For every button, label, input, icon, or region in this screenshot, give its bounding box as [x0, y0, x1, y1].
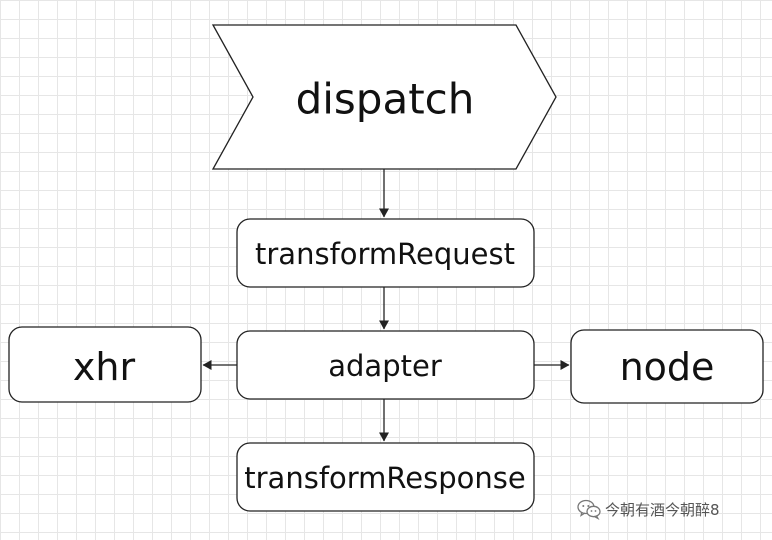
node-transform-response[interactable]: transformResponse	[236, 442, 535, 512]
transform-response-box	[236, 442, 535, 512]
dispatch-shape	[211, 24, 557, 170]
node-box	[570, 329, 764, 404]
adapter-label: adapter	[328, 349, 442, 383]
watermark: 今朝有酒今朝醉8	[577, 496, 767, 522]
xhr-box	[8, 326, 202, 403]
node-label: node	[620, 345, 715, 389]
xhr-label: xhr	[73, 345, 136, 389]
node-node[interactable]: node	[570, 329, 764, 404]
node-dispatch[interactable]: dispatch	[211, 24, 557, 170]
adapter-box	[236, 330, 535, 400]
transform-request-box	[236, 218, 535, 288]
node-transform-request[interactable]: transformRequest	[236, 218, 535, 288]
transform-request-label: transformRequest	[255, 237, 515, 271]
wechat-logo-icon	[577, 499, 601, 520]
watermark-text: 今朝有酒今朝醉8	[605, 500, 720, 519]
node-adapter[interactable]: adapter	[236, 330, 535, 400]
dispatch-label: dispatch	[296, 75, 475, 124]
node-xhr[interactable]: xhr	[8, 326, 202, 403]
transform-response-label: transformResponse	[244, 461, 525, 495]
